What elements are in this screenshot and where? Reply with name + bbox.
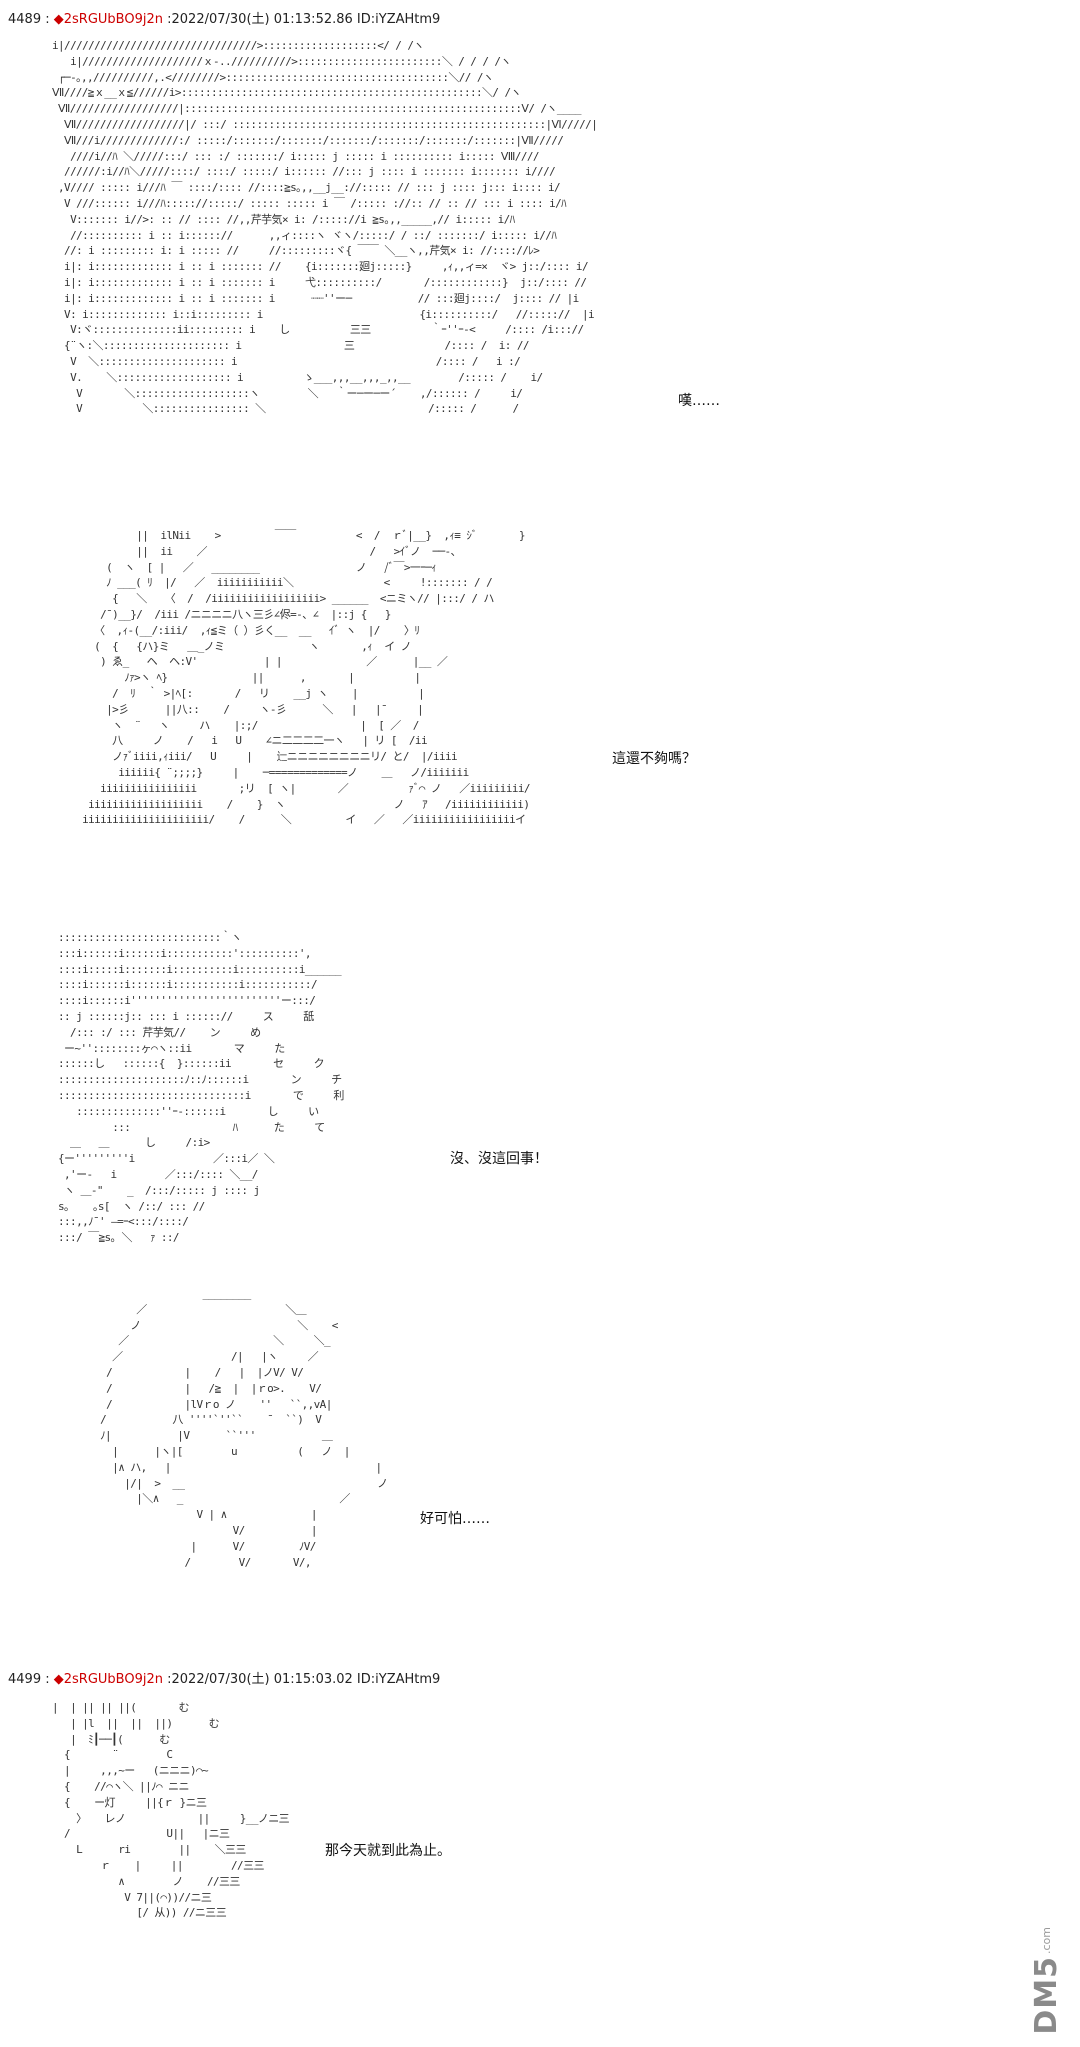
trip-code: 2sRGUbBO9j2n — [63, 12, 163, 27]
post-number[interactable]: 4499 — [8, 1672, 42, 1687]
watermark-suffix: .com — [1039, 1927, 1053, 1955]
post-number[interactable]: 4489 — [8, 12, 42, 27]
trip-diamond-icon: ◆ — [53, 12, 64, 27]
ascii-art-panel: || ilNii > ￣￣ < / ｒﾞ|__} ,ｨ≡ ｼﾞ } || ii … — [82, 529, 530, 827]
poster-id[interactable]: ID:iYZAHtm9 — [356, 1672, 441, 1687]
ascii-art-panel: i|////////////////////////////////>:::::… — [52, 39, 598, 416]
panel-caption: 沒、沒這回事！ — [450, 1151, 548, 1167]
ascii-art-panel: ________ ／ ＼＿ ノ ＼ < ／ ＼ ＼_ ／ /| |ヽ ／ / | — [100, 1287, 388, 1569]
post-header: 4489 : ◆2sRGUbBO9j2n :2022/07/30(土) 01:1… — [8, 12, 441, 27]
post-header: 4499 : ◆2sRGUbBO9j2n :2022/07/30(土) 01:1… — [8, 1672, 441, 1687]
site-watermark-logo: .com DM5 — [1026, 1887, 1066, 2035]
ascii-art-panel: | | || || ||( む | |l || || ||) む | ﾐ┃──┃… — [52, 1701, 290, 1920]
trip-diamond-icon: ◆ — [53, 1672, 64, 1687]
trip-code: 2sRGUbBO9j2n — [63, 1672, 163, 1687]
panel-caption: 那今天就到此為止。 — [325, 1843, 451, 1859]
ascii-art-panel: :::::::::::::::::::::::::::｀ヽ :::i::::::… — [58, 931, 344, 1245]
post-datetime: 2022/07/30(土) 01:13:52.86 — [171, 12, 353, 27]
watermark-text: DM5 — [1028, 1956, 1064, 2035]
panel-caption: 嘆…… — [678, 393, 720, 409]
post-datetime: 2022/07/30(土) 01:15:03.02 — [171, 1672, 353, 1687]
panel-caption: 好可怕…… — [420, 1511, 490, 1527]
panel-caption: 這還不夠嗎？ — [612, 751, 696, 767]
poster-id[interactable]: ID:iYZAHtm9 — [356, 12, 441, 27]
